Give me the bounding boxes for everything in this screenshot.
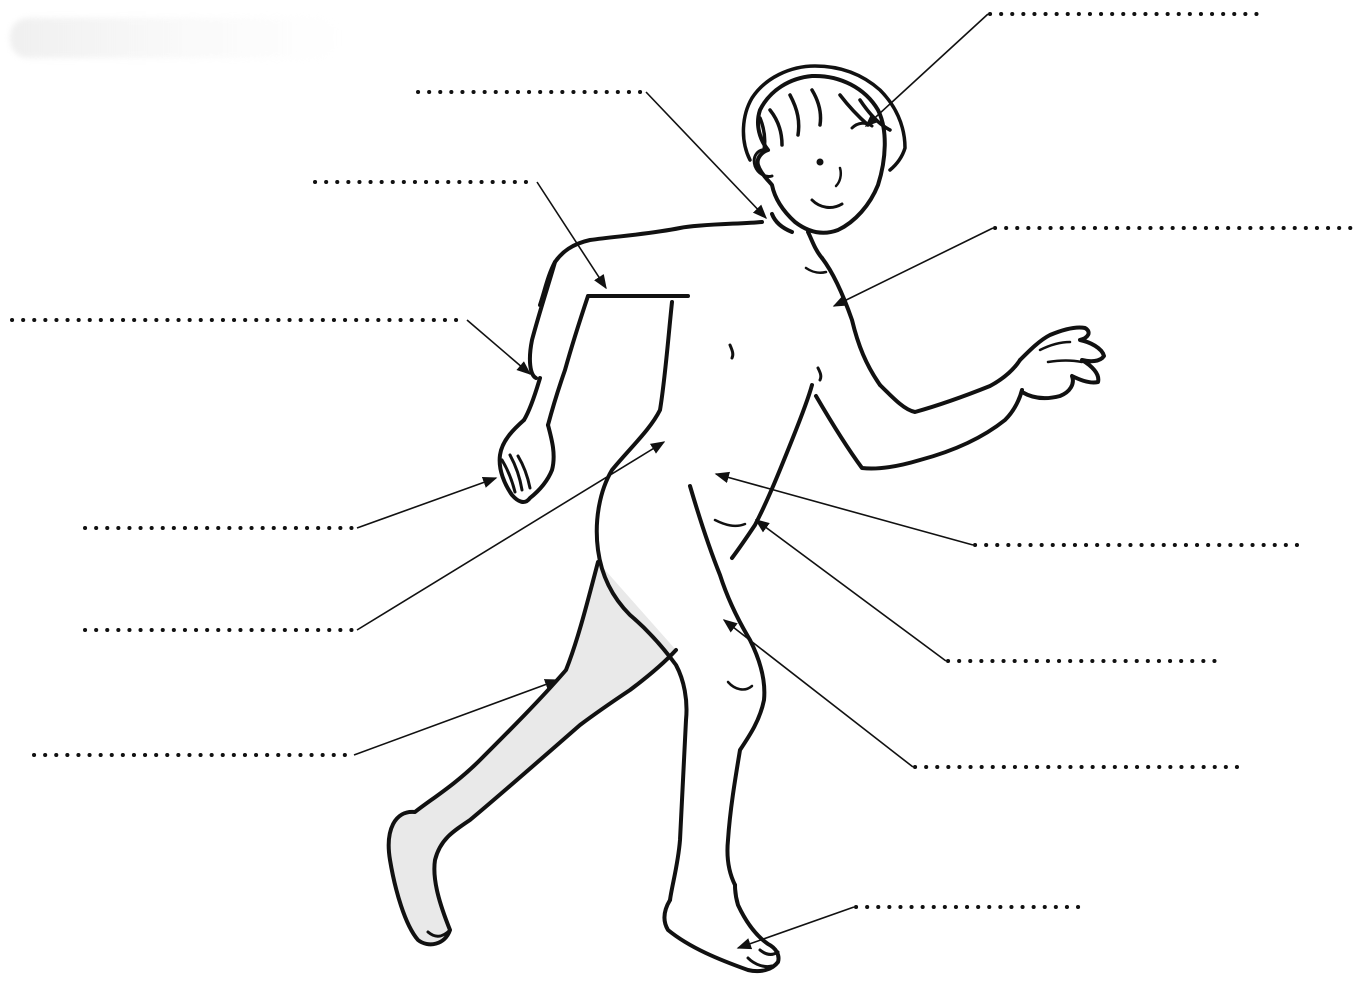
nipple-left: [730, 345, 733, 358]
pointer-hair: [866, 14, 988, 126]
pointer-belly: [716, 474, 973, 545]
back-hand: [1020, 327, 1104, 398]
back-arm: [816, 360, 1022, 469]
collarbone: [806, 268, 826, 273]
torso-outline: [540, 222, 762, 305]
front-hand: [500, 420, 554, 502]
pointer-foot: [738, 907, 854, 948]
pointer-hand: [357, 478, 496, 528]
eye: [817, 159, 824, 166]
pointer-arm: [467, 320, 530, 374]
boy-figure: [389, 66, 1104, 971]
scan-smudge: [10, 18, 340, 58]
front-leg: [690, 486, 764, 885]
pointer-chest: [834, 228, 993, 306]
nipple-right: [818, 368, 821, 380]
pointer-thigh: [756, 520, 946, 661]
front-foot: [664, 885, 778, 971]
pointer-knee: [724, 620, 913, 767]
front-knee-mark: [728, 682, 752, 689]
back-hand-fingers: [1040, 342, 1082, 362]
groin-line: [715, 520, 745, 526]
head: [758, 76, 885, 233]
